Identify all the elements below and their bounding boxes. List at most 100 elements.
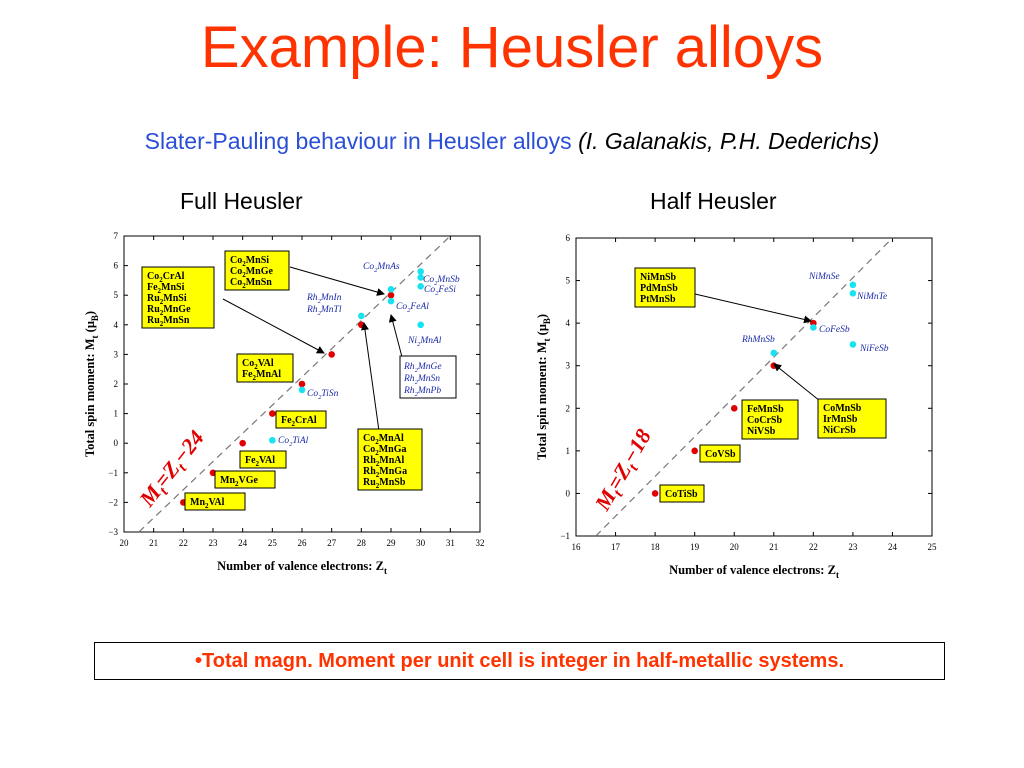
compound-label: CoMnSb [823,403,862,414]
y-tick-label: 2 [566,403,571,413]
x-tick-label: 25 [928,542,938,552]
y-tick-label: 1 [566,446,571,456]
compound-label: Fe2MnSi [147,282,185,295]
compound-box [634,267,696,308]
compound-label: Co2TiAl [278,436,309,448]
cyan-point [849,290,857,297]
callout-arrow [361,322,380,432]
red-point [387,291,395,299]
y-tick-label: 1 [114,409,119,419]
compound-label: Co2MnGa [363,444,407,457]
compound-box [239,450,287,469]
compound-label: Mn2VGe [220,475,259,488]
cyan-point [417,274,424,281]
compound-label: Co2MnAs [363,262,400,274]
compound-label: Rh2MnPb [403,386,441,398]
compound-label: CoCrSb [747,415,782,426]
compound-label: Co2MnSb [423,275,460,287]
x-tick-label: 22 [179,538,188,548]
compound-box [236,353,294,383]
cyan-point [770,349,778,357]
compound-label: Co2FeSi [424,285,456,297]
compound-label: NiCrSb [823,425,856,436]
cyan-point [849,281,857,289]
red-point [239,439,246,447]
compound-label: CoFeSb [819,325,850,335]
x-tick-label: 26 [298,538,308,548]
compound-label: RhMnSb [741,335,775,345]
y-tick-label: 0 [566,488,571,498]
compound-label: NiMnSe [808,272,840,282]
x-tick-label: 21 [149,538,158,548]
compound-label: Rh2MnAl [363,455,405,468]
compound-label: Co2MnSi [230,255,269,268]
y-tick-label: 3 [566,361,571,371]
y-tick-label: 6 [114,261,119,271]
compound-label: Fe2VAl [245,455,275,468]
compound-label: Ru2MnSb [363,477,406,490]
red-point [298,380,306,388]
y-tick-label: 0 [114,438,119,448]
callout-arrow [773,363,821,402]
compound-label: Rh2MnGe [403,362,442,374]
red-point [269,410,276,417]
y-tick-label: 6 [566,233,571,243]
compound-label: Rh2MnTl [306,305,342,317]
compound-box [275,410,327,429]
compound-label: Co2MnAl [363,433,404,446]
red-point [328,351,335,358]
cyan-point [849,341,857,348]
compound-label: Ru2MnGe [147,304,191,317]
red-point [730,404,738,412]
x-tick-label: 24 [888,542,898,552]
compound-label: Ni2MnAl [407,336,442,348]
y-tick-label: 4 [566,318,571,328]
callout-arrow [222,298,325,354]
compound-label: NiFeSb [859,344,889,354]
compound-label: Rh2MnSn [403,374,440,386]
compound-box [184,492,246,511]
red-point [358,321,365,329]
y-tick-label: 5 [114,290,119,300]
compound-label: Co2TiSn [307,389,339,401]
x-tick-label: 30 [416,538,426,548]
x-tick-label: 22 [809,542,818,552]
cyan-point [358,312,365,320]
callout-arrow [388,314,403,358]
compound-label: Rh2MnIn [306,293,342,305]
page-title: Example: Heusler alloys [200,15,824,80]
y-tick-label: −3 [108,527,118,537]
compound-box [659,484,705,503]
cyan-point [417,321,424,329]
compound-label: Ru2MnSi [147,293,187,306]
y-tick-label: 7 [114,231,119,241]
cyan-point [387,285,395,293]
compound-label: PtMnSb [640,294,676,305]
x-tick-label: 32 [476,538,485,548]
y-tick-label: 4 [114,320,119,330]
x-tick-label: 23 [848,542,858,552]
cyan-point [417,268,424,275]
subtitle-authors: (I. Galanakis, P.H. Dederichs) [578,128,880,154]
compound-label: NiVSb [747,426,776,437]
compound-label: Ru2MnSn [147,315,190,328]
x-tick-label: 25 [268,538,278,548]
compound-label: Co2CrAl [147,271,185,284]
fit-line [595,237,893,537]
compound-label: FeMnSb [747,404,784,415]
compound-label: Fe2MnAl [242,369,281,382]
callout-arrow [694,293,812,324]
compound-box [214,470,276,489]
compound-label: Co2MnSn [230,277,272,290]
compound-label: Mn2VAl [190,497,225,510]
x-axis-label: Number of valence electrons: Zt [669,563,839,580]
y-tick-label: 3 [114,349,119,359]
x-tick-label: 16 [572,542,582,552]
x-tick-label: 23 [209,538,219,548]
compound-label: Co2MnGe [230,266,274,279]
plot-frame [575,237,933,537]
note-box: •Total magn. Moment per unit cell is int… [94,642,945,680]
compound-label: Co2FeAl [396,302,429,314]
x-tick-label: 31 [446,538,455,548]
cyan-point [269,436,276,444]
